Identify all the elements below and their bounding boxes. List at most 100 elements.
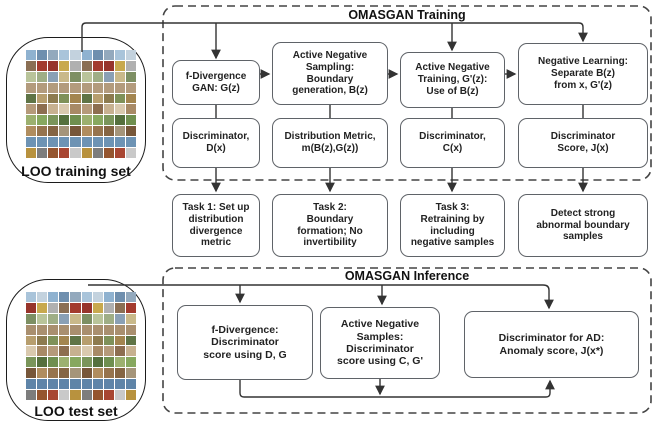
thumbnail [26,302,37,313]
thumbnail [114,115,125,126]
thumbnail [37,93,48,104]
box-discriminator-c: Discriminator, C(x) [400,118,505,168]
thumbnail [70,50,81,60]
thumbnail [114,357,125,368]
thumbnail [103,50,114,60]
thumbnail [37,60,48,71]
thumbnail [59,368,70,379]
thumbnail [37,148,48,158]
thumbnail [48,335,59,346]
thumbnail [81,292,92,302]
thumbnail [81,324,92,335]
thumbnail [48,313,59,324]
thumbnail [125,93,136,104]
thumbnail [103,93,114,104]
thumbnail [92,390,103,400]
thumbnail [37,302,48,313]
thumbnail [114,148,125,158]
thumbnail [59,50,70,60]
thumbnail [103,82,114,93]
thumbnail [92,368,103,379]
thumbnail [48,390,59,400]
thumbnail [26,50,37,60]
thumbnail [37,390,48,400]
thumbnail [103,324,114,335]
test-image-grid [26,292,136,400]
thumbnail [81,126,92,137]
thumbnail [59,137,70,148]
thumbnail [26,82,37,93]
thumbnail [26,126,37,137]
thumbnail [81,137,92,148]
thumbnail [59,82,70,93]
thumbnail [125,292,136,302]
thumbnail [26,71,37,82]
thumbnail [92,313,103,324]
thumbnail [37,346,48,357]
thumbnail [114,82,125,93]
thumbnail [81,60,92,71]
thumbnail [70,335,81,346]
thumbnail [26,368,37,379]
thumbnail [114,71,125,82]
thumbnail [70,346,81,357]
thumbnail [92,324,103,335]
thumbnail [114,60,125,71]
thumbnail [81,357,92,368]
thumbnail [92,71,103,82]
thumbnail [26,346,37,357]
thumbnail [70,137,81,148]
training-section-title: OMASGAN Training [348,8,466,22]
thumbnail [70,357,81,368]
thumbnail [26,292,37,302]
thumbnail [48,126,59,137]
thumbnail [125,368,136,379]
thumbnail [70,60,81,71]
thumbnail [70,390,81,400]
inference-section-title: OMASGAN Inference [344,269,470,283]
thumbnail [114,313,125,324]
thumbnail [59,335,70,346]
thumbnail [103,115,114,126]
box-negative-learning: Negative Learning: Separate B(z) from x,… [518,43,648,105]
thumbnail [125,335,136,346]
thumbnail [26,104,37,115]
thumbnail [125,390,136,400]
loo-test-set-label: LOO test set [34,403,118,419]
thumbnail [48,82,59,93]
thumbnail [70,302,81,313]
thumbnail [103,60,114,71]
thumbnail [70,379,81,390]
thumbnail [125,104,136,115]
thumbnail [70,148,81,158]
thumbnail [37,357,48,368]
thumbnail [103,357,114,368]
thumbnail [70,292,81,302]
training-image-grid [26,50,136,158]
thumbnail [70,104,81,115]
thumbnail [37,324,48,335]
thumbnail [48,324,59,335]
thumbnail [125,60,136,71]
thumbnail [26,357,37,368]
thumbnail [48,115,59,126]
thumbnail [70,93,81,104]
thumbnail [125,379,136,390]
thumbnail [103,126,114,137]
box-inference-f-divergence: f-Divergence: Discriminator score using … [177,305,313,380]
thumbnail [37,368,48,379]
thumbnail [114,93,125,104]
thumbnail [81,71,92,82]
thumbnail [125,82,136,93]
thumbnail [48,148,59,158]
thumbnail [48,60,59,71]
thumbnail [81,115,92,126]
thumbnail [26,115,37,126]
thumbnail [103,379,114,390]
thumbnail [92,346,103,357]
box-inference-active-negative: Active Negative Samples: Discriminator s… [320,307,440,379]
thumbnail [59,357,70,368]
thumbnail [70,126,81,137]
thumbnail [114,379,125,390]
